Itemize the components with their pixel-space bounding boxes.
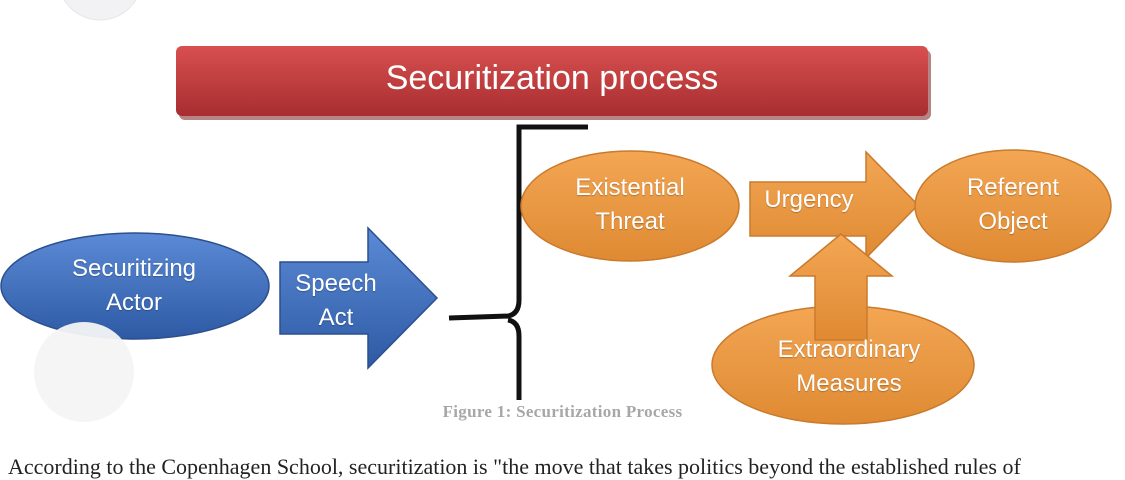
avatar-overlay	[34, 322, 134, 422]
title-banner	[176, 46, 928, 116]
body-paragraph: According to the Copenhagen School, secu…	[8, 454, 1021, 479]
measures-up-arrow	[787, 233, 895, 341]
speech-act-arrow	[279, 226, 439, 370]
urgency-arrow	[749, 150, 920, 260]
bracket	[448, 124, 588, 400]
existential-threat-node	[520, 150, 740, 262]
urgency-label: Urgency	[764, 186, 854, 213]
diagram-title: Securitization process	[385, 59, 719, 97]
referent-object-node	[914, 149, 1112, 263]
securitizing-actor-node	[0, 232, 270, 340]
avatar-circle	[63, 0, 137, 21]
figure-caption: Figure 1: Securitization Process	[442, 402, 683, 421]
